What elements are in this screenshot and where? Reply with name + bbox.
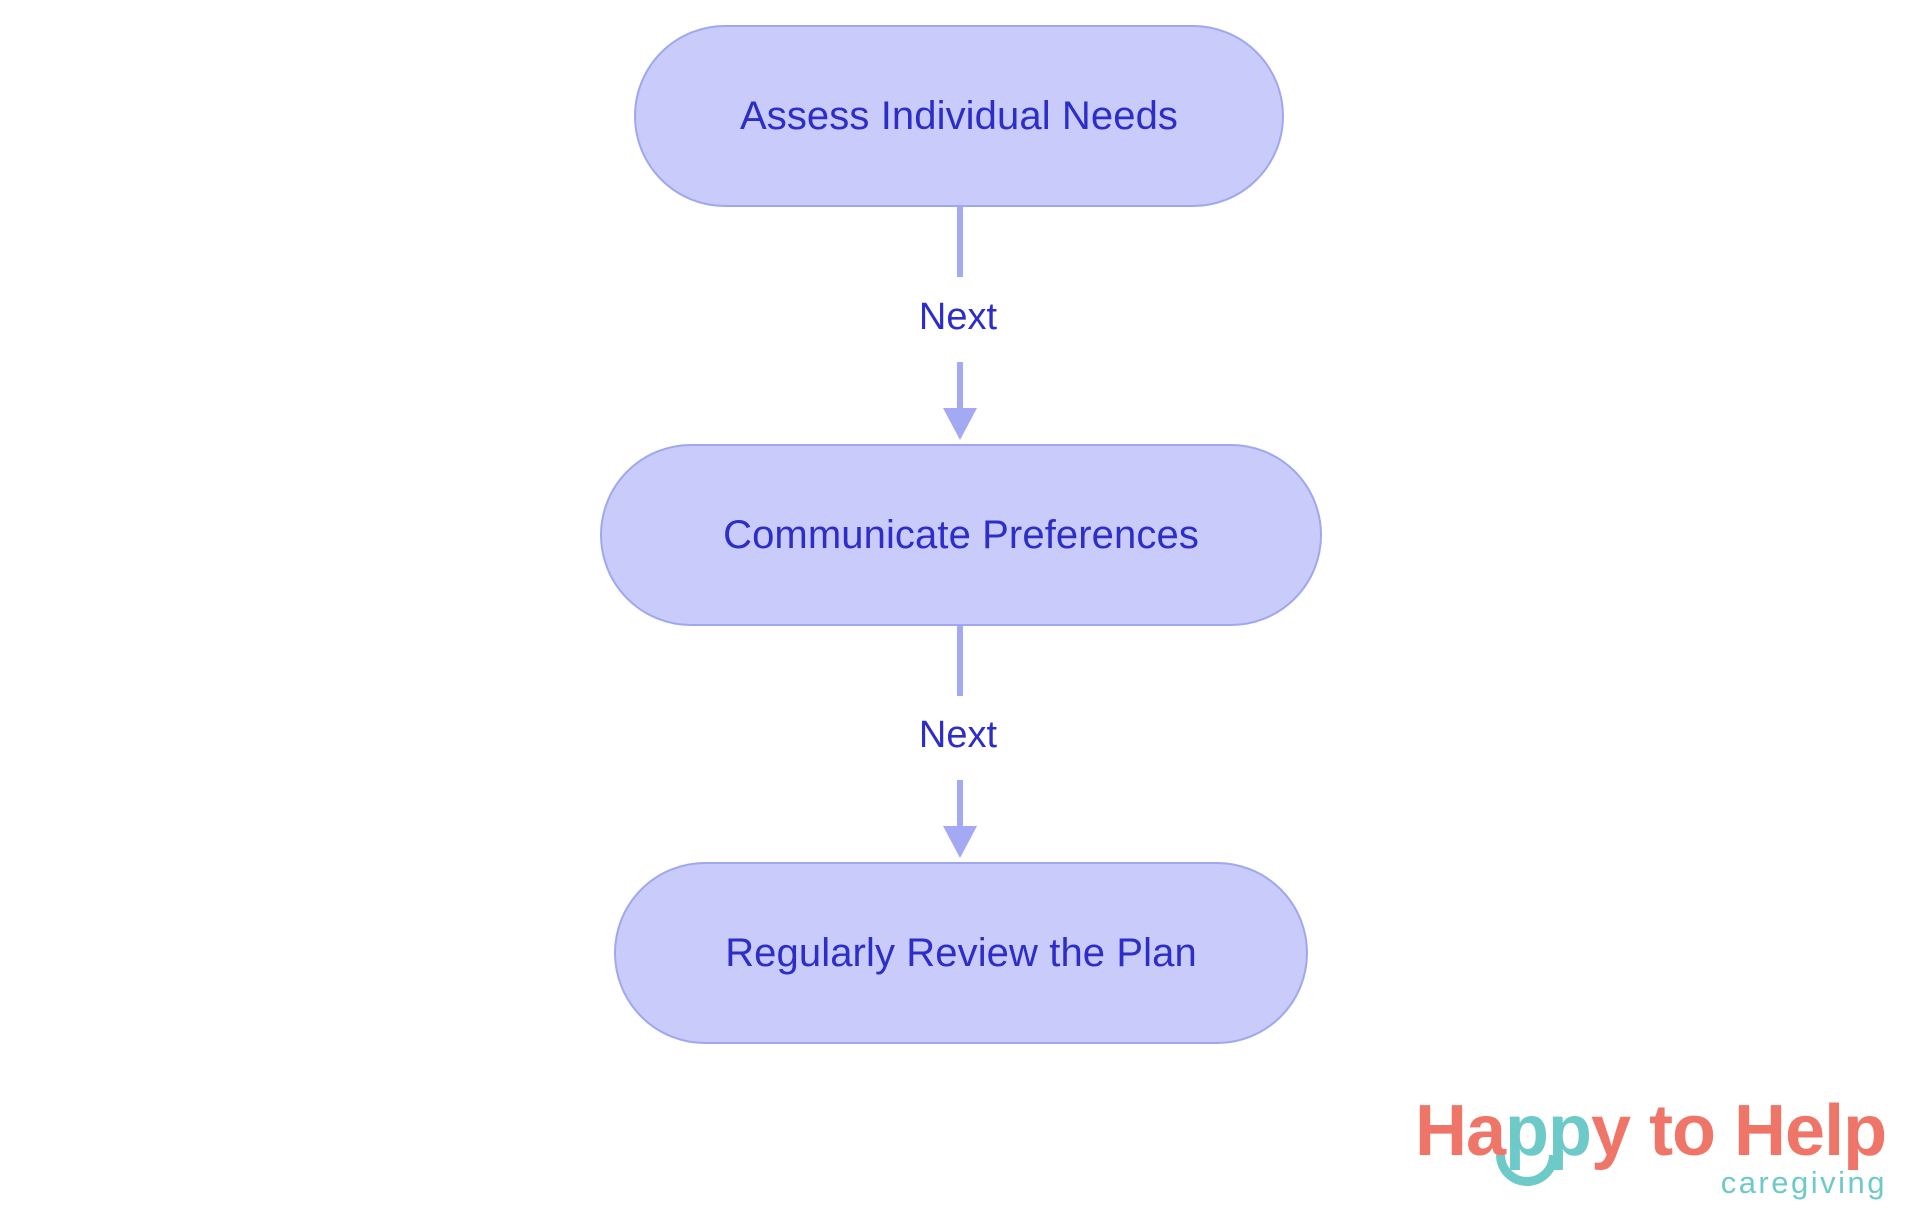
brand-logo: Happy to Help caregiving (1415, 1095, 1895, 1200)
connector-line-upper (957, 626, 963, 696)
flow-node-label: Assess Individual Needs (739, 94, 1179, 138)
smile-icon (1496, 1155, 1558, 1186)
flow-node-label: Communicate Preferences (723, 513, 1199, 557)
connector-line-lower (957, 780, 963, 830)
brand-word-ha: Ha (1415, 1091, 1506, 1171)
brand-word-y-to-help: y to Help (1591, 1091, 1887, 1171)
flow-node-regularly-review-the-plan[interactable]: Regularly Review the Plan (614, 862, 1308, 1044)
flow-node-communicate-preferences[interactable]: Communicate Preferences (600, 444, 1322, 626)
flow-node-label: Regularly Review the Plan (725, 931, 1197, 975)
brand-tagline: caregiving (1720, 1165, 1887, 1200)
connector-line-lower (957, 362, 963, 412)
flow-node-assess-individual-needs[interactable]: Assess Individual Needs (634, 25, 1284, 207)
connector-line-upper (957, 207, 963, 277)
flow-edge-label: Next (910, 714, 1006, 757)
brand-wordmark: Happy to Help (1415, 1095, 1887, 1167)
arrow-head-icon (943, 408, 977, 440)
arrow-head-icon (943, 826, 977, 858)
flow-edge-label: Next (910, 296, 1006, 339)
